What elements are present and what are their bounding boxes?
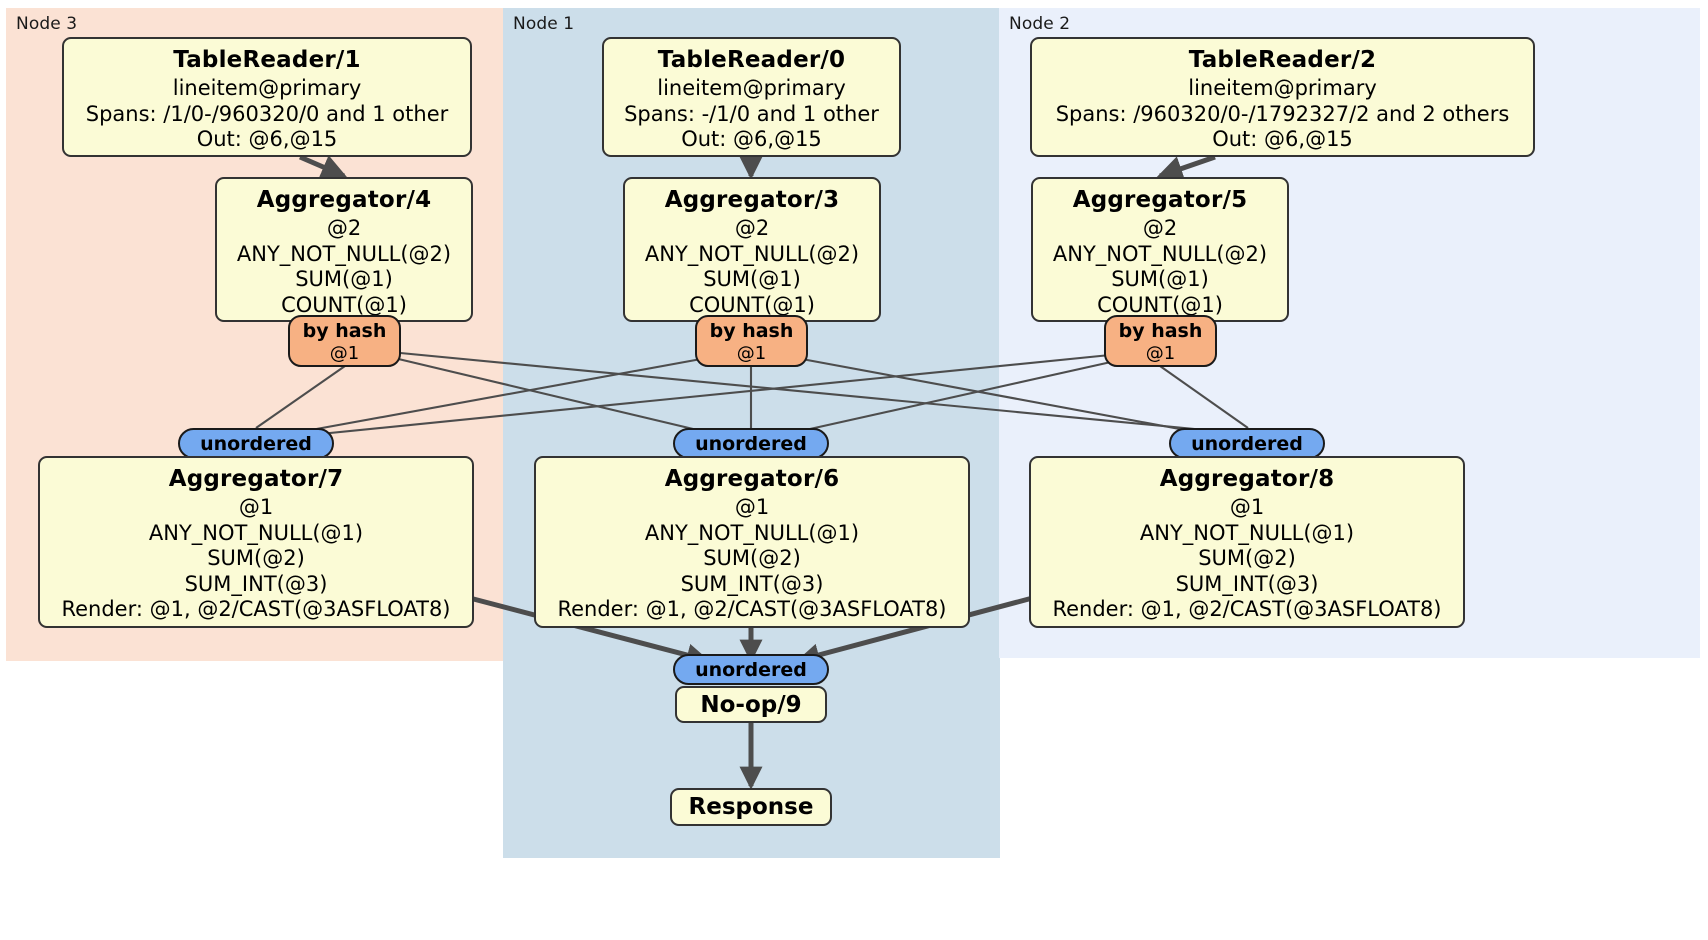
edge-aggregator-to-final-router: [461, 593, 1041, 667]
processor-box-aggregator-3[interactable]: Aggregator/3 @2 ANY_NOT_NULL(@2) SUM(@1)…: [623, 177, 881, 322]
processor-title: TableReader/1: [173, 47, 361, 73]
processor-box-response[interactable]: Response: [670, 788, 832, 826]
processor-detail-line: Spans: -/1/0 and 1 other: [624, 101, 879, 126]
node-panel-label-node3: Node 3: [16, 14, 78, 34]
processor-title: Aggregator/8: [1159, 466, 1335, 492]
processor-box-tablereader-2[interactable]: TableReader/2 lineitem@primary Spans: /9…: [1030, 37, 1535, 157]
router-badge-column: @1: [736, 343, 767, 364]
processor-detail-line: COUNT(@1): [1097, 292, 1223, 317]
processor-detail-line: ANY_NOT_NULL(@2): [644, 241, 860, 266]
processor-detail-line: SUM(@2): [703, 546, 801, 570]
processor-detail-line: lineitem@primary: [172, 76, 362, 100]
processor-title: Aggregator/6: [664, 466, 840, 492]
processor-box-aggregator-7[interactable]: Aggregator/7 @1 ANY_NOT_NULL(@1) SUM(@2)…: [38, 456, 474, 628]
processor-detail-line: Spans: /960320/0-/1792327/2 and 2 others: [1055, 101, 1510, 126]
processor-box-aggregator-8[interactable]: Aggregator/8 @1 ANY_NOT_NULL(@1) SUM(@2)…: [1029, 456, 1465, 628]
processor-render-line: Render: @1, @2/CAST(@3ASFLOAT8): [1052, 597, 1442, 621]
processor-detail-line: COUNT(@1): [281, 292, 407, 317]
processor-title: Aggregator/7: [168, 466, 344, 492]
processor-title: Aggregator/4: [256, 187, 432, 213]
router-badge-unordered-7[interactable]: unordered: [178, 428, 334, 459]
router-badge-label: unordered: [1191, 432, 1303, 455]
edge-tablereader-to-aggregator: [299, 153, 1216, 181]
processor-render-line: Render: @1, @2/CAST(@3ASFLOAT8): [557, 597, 947, 621]
processor-detail-line: ANY_NOT_NULL(@1): [644, 520, 860, 545]
router-badge-label: unordered: [695, 658, 807, 681]
processor-title: Aggregator/3: [664, 187, 840, 213]
processor-detail-line: @1: [1229, 495, 1265, 519]
processor-detail-line: COUNT(@1): [689, 292, 815, 317]
router-badge-label: by hash: [302, 320, 387, 342]
processor-detail-line: SUM(@1): [295, 267, 393, 291]
processor-detail-line: lineitem@primary: [657, 76, 846, 100]
processor-detail-line: ANY_NOT_NULL(@1): [1139, 520, 1355, 545]
node-panel-label-node1: Node 1: [513, 14, 575, 34]
processor-title: TableReader/0: [657, 47, 846, 73]
processor-title: TableReader/2: [1188, 47, 1377, 73]
processor-detail-line: ANY_NOT_NULL(@2): [236, 241, 452, 266]
processor-detail-line: Out: @6,@15: [681, 127, 822, 151]
processor-detail-line: @2: [326, 216, 362, 240]
router-badge-unordered-final[interactable]: unordered: [673, 654, 829, 685]
processor-detail-line: Out: @6,@15: [1212, 127, 1353, 151]
processor-detail-line: SUM(@1): [1111, 267, 1209, 291]
router-badge-unordered-8[interactable]: unordered: [1169, 428, 1325, 459]
processor-detail-line: ANY_NOT_NULL(@1): [148, 520, 364, 545]
router-badge-label: by hash: [709, 320, 794, 342]
processor-render-line: Render: @1, @2/CAST(@3ASFLOAT8): [61, 597, 451, 621]
processor-box-aggregator-4[interactable]: Aggregator/4 @2 ANY_NOT_NULL(@2) SUM(@1)…: [215, 177, 473, 322]
processor-detail-line: SUM(@2): [207, 546, 305, 570]
processor-detail-line: Spans: /1/0-/960320/0 and 1 other: [85, 101, 449, 126]
router-badge-by-hash-3[interactable]: by hash @1: [695, 315, 808, 367]
router-badge-column: @1: [1145, 343, 1176, 364]
processor-box-noop-9[interactable]: No-op/9: [675, 686, 827, 723]
processor-box-tablereader-0[interactable]: TableReader/0 lineitem@primary Spans: -/…: [602, 37, 901, 157]
processor-box-aggregator-6[interactable]: Aggregator/6 @1 ANY_NOT_NULL(@1) SUM(@2)…: [534, 456, 970, 628]
router-badge-by-hash-5[interactable]: by hash @1: [1104, 315, 1217, 367]
router-badge-label: by hash: [1118, 320, 1203, 342]
processor-detail-line: ANY_NOT_NULL(@2): [1052, 241, 1268, 266]
processor-detail-line: SUM(@2): [1198, 546, 1296, 570]
router-badge-label: unordered: [200, 432, 312, 455]
processor-detail-line: @2: [734, 216, 770, 240]
processor-detail-line: SUM_INT(@3): [1175, 571, 1319, 596]
processor-detail-line: SUM_INT(@3): [184, 571, 328, 596]
processor-title: Aggregator/5: [1072, 187, 1248, 213]
router-badge-label: unordered: [695, 432, 807, 455]
edge-hash-router-mesh: [255, 350, 1249, 439]
processor-detail-line: @1: [734, 495, 770, 519]
processor-detail-line: lineitem@primary: [1188, 76, 1377, 100]
router-badge-by-hash-4[interactable]: by hash @1: [288, 315, 401, 367]
processor-detail-line: Out: @6,@15: [196, 127, 338, 151]
processor-detail-line: SUM(@1): [703, 267, 801, 291]
node-panel-label-node2: Node 2: [1009, 14, 1071, 34]
processor-detail-line: @2: [1142, 216, 1178, 240]
processor-detail-line: SUM_INT(@3): [680, 571, 824, 596]
router-badge-unordered-6[interactable]: unordered: [673, 428, 829, 459]
processor-box-tablereader-1[interactable]: TableReader/1 lineitem@primary Spans: /1…: [62, 37, 472, 157]
processor-title: No-op/9: [700, 691, 802, 718]
processor-box-aggregator-5[interactable]: Aggregator/5 @2 ANY_NOT_NULL(@2) SUM(@1)…: [1031, 177, 1289, 322]
router-badge-column: @1: [329, 343, 360, 364]
processor-title: Response: [688, 794, 814, 820]
processor-detail-line: @1: [238, 495, 274, 519]
